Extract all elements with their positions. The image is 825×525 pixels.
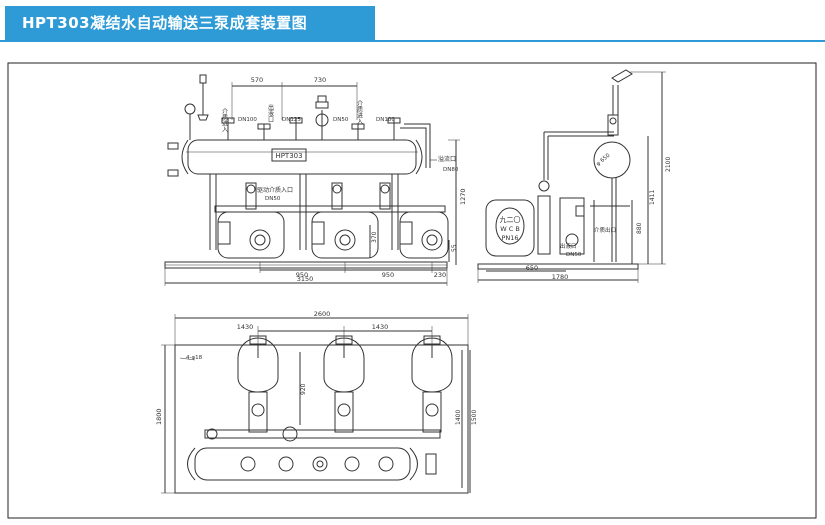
front-callout-3-spec: DN50 xyxy=(333,117,349,123)
drawing-frame xyxy=(7,62,817,519)
side-view: 九二〇 W C B PN16 φ 650 出液口 DN50 介质出口 xyxy=(477,69,672,283)
plan-view: 2600 1430 1430 1800 4-φ18 1400 1500 920 xyxy=(155,310,478,494)
front-vent-label: 溢流口 xyxy=(438,155,456,163)
front-vent-spec: DN80 xyxy=(443,167,459,173)
side-dim-right-1: 880 xyxy=(636,222,643,234)
plan-separator-3 xyxy=(411,335,453,433)
side-phi: φ 650 xyxy=(595,152,611,167)
front-nameplate-text: HPT303 xyxy=(275,152,302,160)
plan-dim-top-1: 1430 xyxy=(237,323,254,331)
side-dim-bottom-2: 1780 xyxy=(552,273,569,281)
front-dim-total: 3150 xyxy=(297,275,314,283)
front-dim-bottom-1: 950 xyxy=(296,271,308,279)
front-callout-4-spec: DN100 xyxy=(376,117,395,123)
front-dim-bottom-3: 230 xyxy=(434,271,446,279)
front-dim-top-2: 730 xyxy=(314,76,326,84)
page-title: HPT303凝结水自动输送三泵成套装置图 xyxy=(22,14,308,32)
side-discharge-label: 介质出口 xyxy=(594,226,616,234)
side-dim-right-3: 2100 xyxy=(665,157,672,172)
front-pump-1 xyxy=(217,182,285,259)
plan-dim-total: 2600 xyxy=(314,310,331,318)
front-dim-55: 55 xyxy=(451,244,458,252)
engineering-drawing: HPT303 570 730 介质进入 DN100 xyxy=(7,62,817,519)
plan-header-tank xyxy=(194,447,411,481)
plan-separator-1 xyxy=(237,335,279,433)
plan-dim-920: 920 xyxy=(300,383,307,395)
side-dim-right-2: 1411 xyxy=(649,190,656,205)
plan-dim-right-1: 1400 xyxy=(455,410,462,425)
front-drive-spec: DN50 xyxy=(265,196,281,202)
side-outlet-spec: DN50 xyxy=(566,252,582,258)
front-dim-bottom-2: 950 xyxy=(382,271,394,279)
front-dim-height: 1270 xyxy=(459,188,467,205)
plan-hole: 4-φ18 xyxy=(186,355,203,361)
side-base xyxy=(477,263,639,270)
front-callout-4-label: 介质进入 xyxy=(356,100,363,124)
front-view: HPT303 570 730 介质进入 DN100 xyxy=(164,74,467,286)
side-dim-bottom-1: 650 xyxy=(526,264,538,272)
side-plate-line-2: W C B xyxy=(500,225,520,233)
plan-dim-right-2: 1500 xyxy=(471,410,478,425)
side-outlet-label: 出液口 xyxy=(560,242,577,250)
front-dim-top-1: 570 xyxy=(251,76,263,84)
front-drive-label: 驱动介质入口 xyxy=(257,186,293,194)
front-callout-2-spec: DN125 xyxy=(282,117,301,123)
front-pump-3 xyxy=(379,182,449,259)
plan-base-frame xyxy=(174,344,469,494)
title-bar: HPT303凝结水自动输送三泵成套装置图 xyxy=(0,0,825,42)
front-callout-2-label: 出液口 xyxy=(267,103,274,123)
plan-dim-left: 1800 xyxy=(155,408,163,425)
front-header-tank xyxy=(187,139,417,175)
plan-dim-top-2: 1430 xyxy=(372,323,389,331)
side-plate-line-1: 九二〇 xyxy=(500,215,521,224)
front-callout-1-spec: DN100 xyxy=(238,117,257,123)
front-pump-2 xyxy=(311,182,379,259)
title-tab xyxy=(5,6,375,40)
front-nameplate xyxy=(271,148,307,162)
side-tank xyxy=(485,199,535,257)
pressure-gauge-icon xyxy=(184,103,196,115)
plan-separator-2 xyxy=(323,335,365,433)
front-callout-1-label: 介质进入 xyxy=(221,108,228,132)
side-plate-line-3: PN16 xyxy=(501,234,518,242)
title-rule xyxy=(0,40,825,42)
front-dim-370: 370 xyxy=(371,231,378,243)
